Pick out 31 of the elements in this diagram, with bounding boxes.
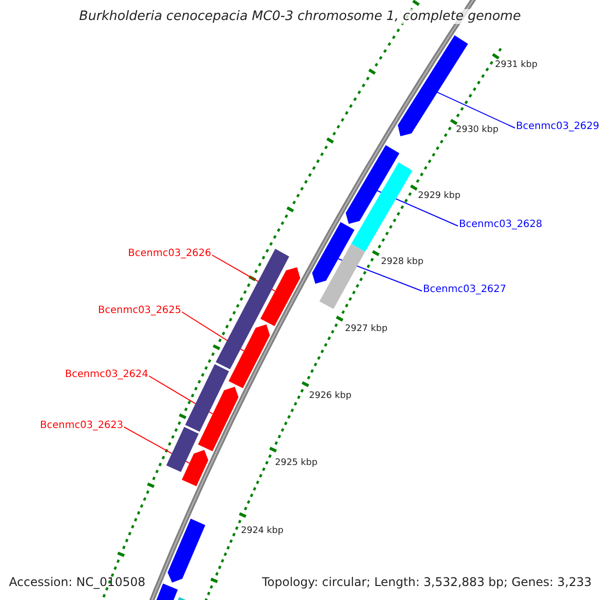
gene-label: Bcenmc03_2624 <box>65 369 148 381</box>
gene-label: Bcenmc03_2627 <box>423 284 506 296</box>
gene-feature <box>198 386 238 452</box>
gene-feature <box>182 450 208 486</box>
gene-label: Bcenmc03_2629 <box>516 121 600 133</box>
tick-label: 2926 kbp <box>309 391 352 402</box>
gene-label: Bcenmc03_2625 <box>98 305 182 317</box>
gene-feature <box>312 222 354 284</box>
gene-label: Bcenmc03_2626 <box>128 248 212 260</box>
tick-label: 2930 kbp <box>456 125 498 136</box>
tick-label: 2924 kbp <box>241 526 284 537</box>
tick-label: 2925 kbp <box>275 458 318 469</box>
tick-label: 2928 kbp <box>381 257 424 268</box>
tick-label: 2931 kbp <box>495 60 538 71</box>
gene-feature <box>185 364 229 432</box>
gene-feature <box>351 162 412 252</box>
tick-label: 2927 kbp <box>345 324 388 335</box>
gene-feature <box>260 267 300 326</box>
leader-line <box>436 92 516 128</box>
gene-feature <box>168 518 206 583</box>
gene-feature <box>216 248 290 370</box>
gene-feature <box>346 145 400 224</box>
title: Burkholderia cenocepacia MC0-3 chromosome 1, complete genome <box>79 9 521 24</box>
accession-text: Accession: NC_010508 <box>9 575 146 590</box>
gene-feature <box>166 426 199 472</box>
gene-label: Bcenmc03_2623 <box>40 420 124 432</box>
gene-feature <box>228 324 270 388</box>
genome-info-text: Topology: circular; Length: 3,532,883 bp; Genes: 3,233 <box>262 575 592 590</box>
gene-label: Bcenmc03_2628 <box>459 219 542 231</box>
tick-label: 2929 kbp <box>418 191 460 202</box>
gene-feature <box>319 244 366 309</box>
